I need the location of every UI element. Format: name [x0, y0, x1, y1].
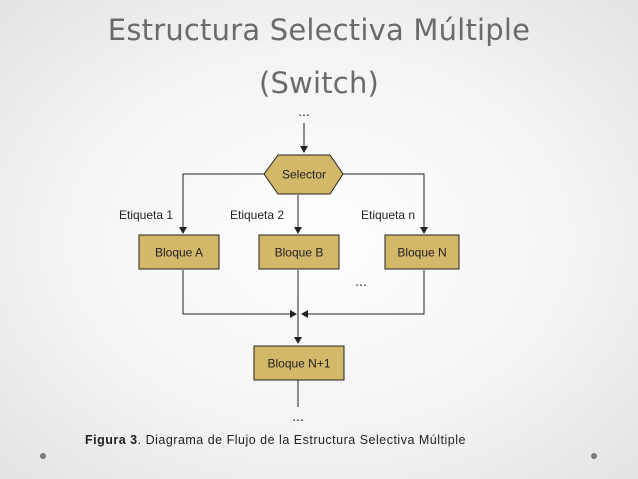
- bloque-n-plus-1-label: Bloque N+1: [267, 357, 330, 371]
- branch-a-arrow: [179, 173, 264, 234]
- figure-caption: Figura 3. Diagrama de Flujo de la Estruc…: [85, 433, 466, 447]
- merge-a-arrow: [182, 270, 297, 318]
- nav-dot-right: [591, 453, 597, 459]
- bloque-a-label: Bloque A: [155, 246, 203, 260]
- top-ellipsis: ...: [298, 103, 310, 119]
- bloque-b-node: [258, 234, 340, 270]
- slide-title-line1: Estructura Selectiva Múltiple: [107, 13, 531, 47]
- middle-ellipsis: ...: [355, 273, 367, 289]
- etiqueta-n-label: Etiqueta n: [361, 208, 415, 222]
- selector-node: [263, 154, 344, 195]
- slide-title-line2: (Switch): [258, 66, 380, 100]
- bloque-n-node: [384, 234, 460, 270]
- merge-n-arrow: [301, 270, 425, 318]
- etiqueta-2-label: Etiqueta 2: [230, 208, 284, 222]
- bloque-n-plus-1-node: [253, 345, 345, 381]
- bottom-ellipsis: ...: [292, 408, 304, 424]
- caption-text: . Diagrama de Flujo de la Estructura Sel…: [137, 433, 466, 447]
- selector-label: Selector: [282, 168, 326, 182]
- nav-dot-left: [40, 453, 46, 459]
- caption-figure-number: Figura 3: [85, 433, 138, 447]
- bloque-b-label: Bloque B: [275, 246, 324, 260]
- branch-n-arrow: [343, 173, 428, 234]
- bloque-n-label: Bloque N: [397, 246, 446, 260]
- bloque-a-node: [138, 234, 220, 270]
- etiqueta-1-label: Etiqueta 1: [119, 208, 173, 222]
